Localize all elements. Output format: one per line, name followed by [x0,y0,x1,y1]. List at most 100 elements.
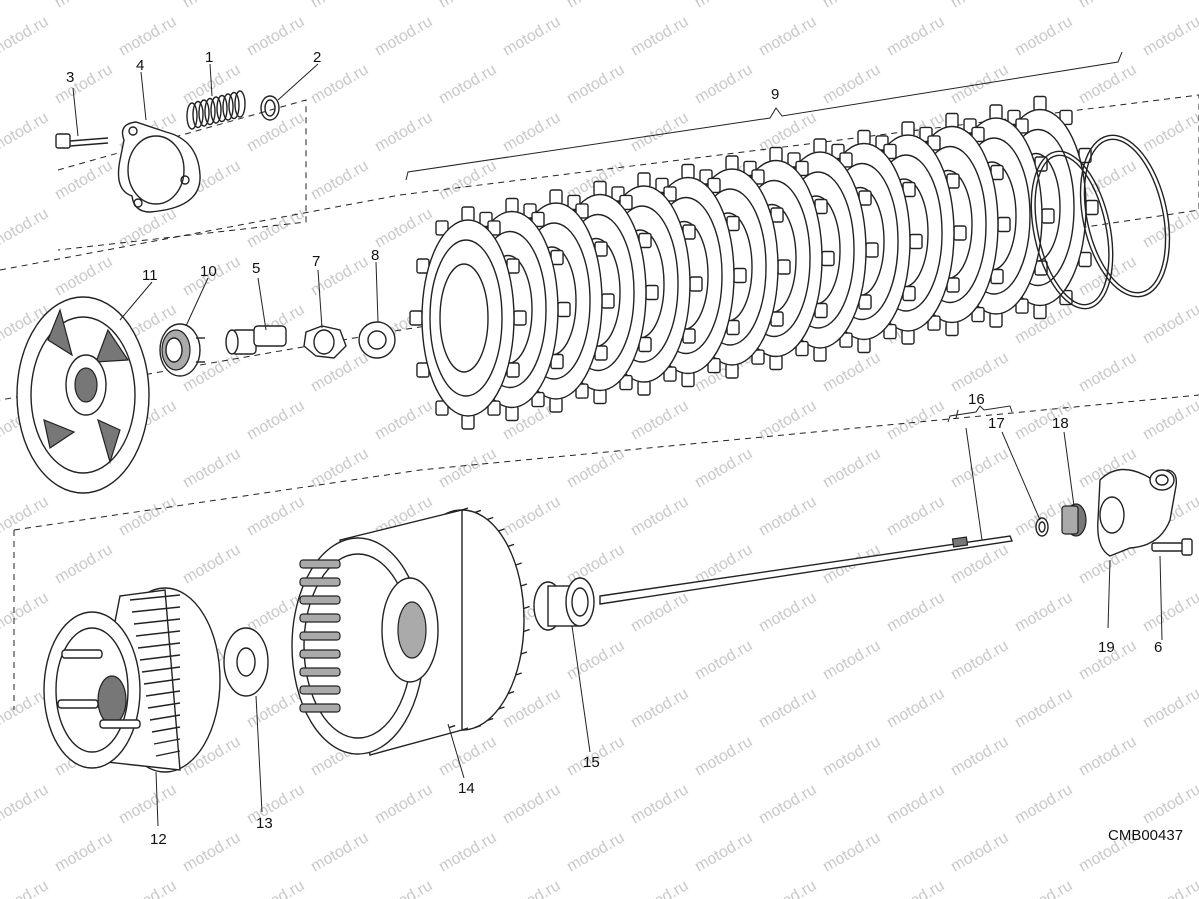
watermark-text: motod.ru [500,493,563,539]
watermark-text: motod.ru [1076,61,1139,107]
watermark-text: motod.ru [628,493,691,539]
watermark-text: motod.ru [244,877,307,899]
watermark-text: motod.ru [820,637,883,683]
clutch-plates-9 [409,95,1099,430]
watermark-text: motod.ru [0,493,51,539]
watermark-text: motod.ru [628,685,691,731]
watermark-text: motod.ru [692,445,755,491]
watermark-text: motod.ru [820,0,883,11]
o-rings [1030,134,1171,310]
watermark-text: motod.ru [948,445,1011,491]
callout-3: 3 [66,69,74,86]
watermark-text: motod.ru [1140,685,1199,731]
spring-1 [186,90,246,130]
watermark-text: motod.ru [756,781,819,827]
watermark-text: motod.ru [756,493,819,539]
watermark-text: motod.ru [1076,349,1139,395]
watermark-text: motod.ru [1012,781,1075,827]
watermark-text: motod.ru [564,637,627,683]
nut-7 [303,325,347,359]
watermark-text: motod.ru [820,829,883,875]
watermark-text: motod.ru [116,781,179,827]
watermark-text: motod.ru [436,445,499,491]
watermark-text: motod.ru [180,829,243,875]
watermark-text: motod.ru [756,589,819,635]
watermark-text: motod.ru [500,109,563,155]
watermark-text: motod.ru [244,109,307,155]
watermark-text: motod.ru [820,61,883,107]
callout-1: 1 [205,49,213,66]
watermark-text: motod.ru [52,157,115,203]
watermark-text: motod.ru [180,445,243,491]
watermark-text: motod.ru [884,877,947,899]
watermark-text: motod.ru [884,493,947,539]
watermark-text: motod.ru [180,541,243,587]
callout-18: 18 [1052,415,1069,432]
watermark-text: motod.ru [244,781,307,827]
watermark-text: motod.ru [564,61,627,107]
callout-2: 2 [313,49,321,66]
watermark-text: motod.ru [756,877,819,899]
bushing-15 [533,577,595,631]
watermark-text: motod.ru [372,397,435,443]
watermark-text: motod.ru [692,829,755,875]
watermark-text: motod.ru [500,877,563,899]
watermark-text: motod.ru [1140,301,1199,347]
watermark-text: motod.ru [116,877,179,899]
watermark-text: motod.ru [884,397,947,443]
watermark-text: motod.ru [756,397,819,443]
watermark-text: motod.ru [1012,877,1075,899]
watermark-text: motod.ru [564,829,627,875]
watermark-text: motod.ru [756,109,819,155]
watermark-text: motod.ru [500,13,563,59]
bolt-3 [55,133,109,149]
callout-17: 17 [988,415,1005,432]
watermark-text: motod.ru [628,397,691,443]
watermark-text: motod.ru [52,61,115,107]
watermark-text: motod.ru [372,109,435,155]
callout-10: 10 [200,263,217,280]
watermark-text: motod.ru [372,877,435,899]
watermark-text: motod.ru [308,61,371,107]
watermark-text: motod.ru [692,637,755,683]
watermark-text: motod.ru [436,61,499,107]
watermark-text: motod.ru [180,0,243,11]
watermark-text: motod.ru [1140,13,1199,59]
watermark-text: motod.ru [1076,733,1139,779]
clutch-drum-14 [291,507,530,756]
watermark-text: motod.ru [1140,877,1199,899]
callout-19: 19 [1098,639,1115,656]
watermark-text: motod.ru [1140,589,1199,635]
watermark-text: motod.ru [244,13,307,59]
thrust-washer-13 [223,627,269,697]
snap-ring-2 [260,95,280,121]
watermark-text: motod.ru [1012,685,1075,731]
watermark-text: motod.ru [52,253,115,299]
push-rod-16 [599,535,1013,605]
watermark-text: motod.ru [948,829,1011,875]
push-piece-5 [225,325,287,355]
watermark-text: motod.ru [244,493,307,539]
watermark-text: motod.ru [1012,13,1075,59]
callout-14: 14 [458,780,475,797]
watermark-text: motod.ru [756,13,819,59]
clutch-hub-12 [43,587,221,773]
watermark-text: motod.ru [820,733,883,779]
callout-7: 7 [312,253,320,270]
callout-12: 12 [150,831,167,848]
watermark-text: motod.ru [500,685,563,731]
watermark-text: motod.ru [820,445,883,491]
watermark-text: motod.ru [244,397,307,443]
watermark-text: motod.ru [0,781,51,827]
watermark-text: motod.ru [1012,589,1075,635]
watermark-text: motod.ru [820,349,883,395]
slave-cylinder-6-19 [1097,468,1193,557]
seal-17 [1035,517,1049,537]
watermark-text: motod.ru [884,13,947,59]
watermark-text: motod.ru [884,685,947,731]
watermark-text: motod.ru [52,829,115,875]
watermark-text: motod.ru [116,493,179,539]
watermark-text: motod.ru [372,205,435,251]
watermark-text: motod.ru [436,733,499,779]
watermark-text: motod.ru [1140,781,1199,827]
